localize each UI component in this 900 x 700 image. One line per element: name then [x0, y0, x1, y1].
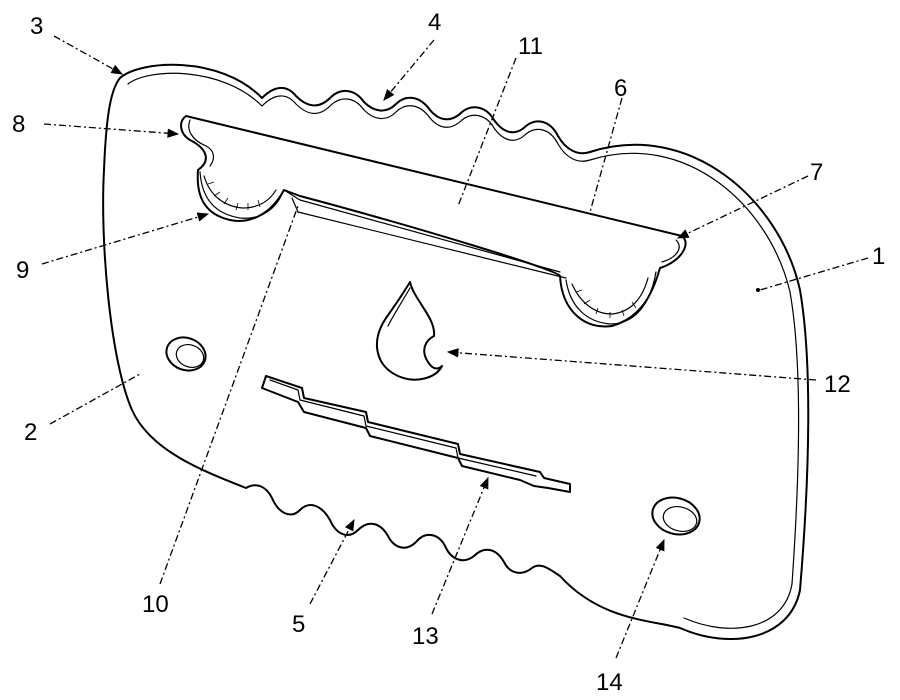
right-notch-recess-inner [571, 277, 649, 315]
callout-12: 12 [824, 371, 851, 398]
callout-3: 3 [30, 13, 43, 40]
right-hook-shoulder [661, 239, 680, 263]
left-hook-shoulder [188, 119, 215, 167]
leader-11 [457, 57, 517, 207]
leader-lines [41, 35, 869, 659]
upper-slot [180, 115, 687, 328]
left-hole-inner [175, 344, 205, 368]
callout-11: 11 [518, 33, 543, 60]
callout-8: 8 [12, 111, 25, 138]
callout-7: 7 [810, 159, 823, 186]
leader-10 [159, 205, 299, 585]
leader-8 [43, 123, 180, 138]
leader-14 [615, 538, 665, 659]
lower-slot-inner-wall [269, 379, 537, 477]
upper-slot-inner-ledge [291, 197, 567, 279]
callout-13: 13 [412, 623, 439, 650]
left-mounting-hole [165, 336, 207, 372]
lower-slot [261, 375, 571, 493]
leader-6 [589, 97, 623, 213]
plate-edge-thickness [127, 72, 800, 629]
left-notch-recess-inner [203, 175, 277, 209]
right-mounting-hole [651, 496, 701, 536]
leader-3 [53, 35, 124, 75]
callout-labels: 1 2 3 4 5 6 7 8 9 10 11 12 13 14 [12, 9, 885, 696]
lower-slot-outline [261, 375, 571, 493]
leader-7 [676, 175, 809, 239]
leader-9 [41, 212, 210, 265]
leader-13 [431, 476, 489, 615]
teardrop-hole-edge [387, 287, 411, 327]
upper-slot-inner-wall [283, 189, 561, 273]
left-notch-recess [199, 171, 283, 219]
teardrop-hole [376, 281, 443, 381]
right-hole-outer [651, 496, 701, 536]
leader-1 [759, 257, 869, 291]
right-hole-inner [662, 506, 698, 532]
left-notch-hatch [207, 181, 261, 211]
leader-4 [383, 39, 435, 101]
leader-5 [309, 518, 355, 605]
callout-10: 10 [142, 591, 169, 618]
callout-6: 6 [614, 75, 627, 102]
callout-9: 9 [16, 257, 29, 284]
plate-body [102, 63, 810, 640]
left-hole-outer [165, 336, 207, 372]
right-notch-recess [565, 271, 657, 325]
callout-5: 5 [292, 611, 305, 638]
right-notch-hatch [575, 289, 637, 318]
plate-outer-edge [102, 63, 810, 640]
callout-2: 2 [24, 419, 37, 446]
leader-2 [49, 373, 141, 425]
leader-12 [446, 348, 817, 381]
callout-14: 14 [596, 669, 623, 696]
surface-point-1 [756, 288, 760, 292]
callout-1: 1 [872, 243, 885, 270]
callout-4: 4 [428, 9, 441, 36]
